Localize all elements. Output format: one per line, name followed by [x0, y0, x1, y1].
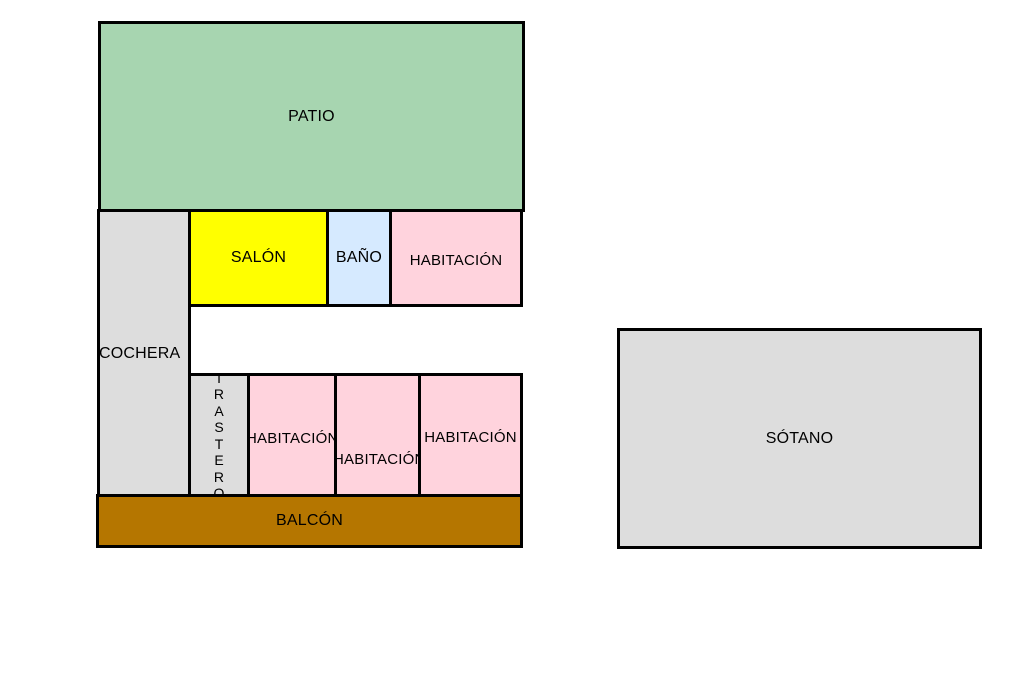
trastero-letter: O: [213, 485, 225, 498]
room-sotano: SÓTANO: [617, 328, 982, 549]
room-label-salon: SALÓN: [230, 249, 287, 266]
trastero-letter: R: [213, 386, 225, 402]
room-cochera: COCHERA: [97, 209, 191, 498]
room-label-bano: BAÑO: [335, 249, 383, 266]
room-balcon: BALCÓN: [96, 494, 523, 548]
room-label-patio: PATIO: [288, 107, 335, 125]
room-habitacion-2: HABITACIÓN: [334, 373, 422, 498]
room-salon: SALÓN: [188, 209, 329, 307]
room-habitacion-1: HABITACIÓN: [247, 373, 338, 498]
room-habitacion-3: HABITACIÓN: [418, 373, 523, 498]
room-label-habitacion-2: HABITACIÓN: [334, 451, 422, 468]
room-label-habitacion-top: HABITACIÓN: [409, 252, 503, 269]
trastero-letter: A: [214, 402, 224, 419]
room-label-habitacion-3: HABITACIÓN: [424, 429, 517, 446]
room-label-sotano: SÓTANO: [765, 429, 834, 447]
trastero-letter: R: [213, 468, 225, 485]
room-patio: PATIO: [98, 21, 525, 212]
room-label-cochera: COCHERA: [99, 344, 181, 362]
trastero-letter: E: [214, 452, 224, 468]
room-bano: BAÑO: [326, 209, 392, 307]
room-label-balcon: BALCÓN: [276, 512, 343, 529]
trastero-letter: T: [214, 373, 224, 386]
room-label-habitacion-1: HABITACIÓN: [247, 430, 338, 447]
trastero-letter: S: [214, 419, 224, 435]
trastero-letter: T: [214, 435, 224, 452]
room-habitacion-top: HABITACIÓN: [389, 209, 523, 307]
